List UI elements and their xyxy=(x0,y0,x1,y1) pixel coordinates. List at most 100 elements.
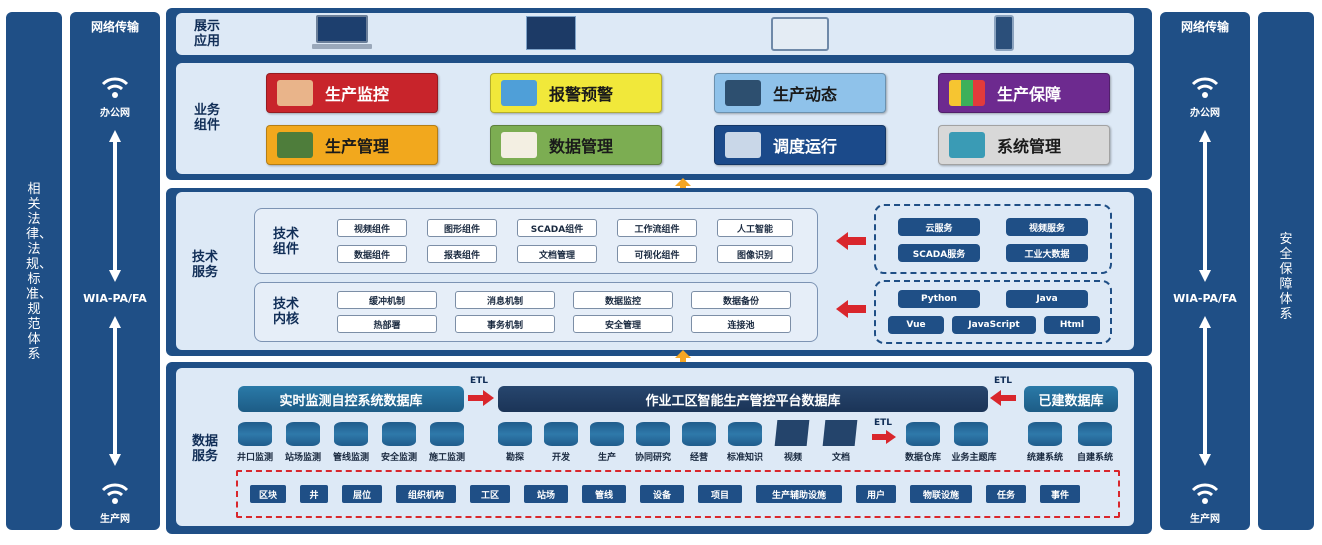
core-buffer: 缓冲机制 xyxy=(337,291,437,309)
platform-item: 勘探 xyxy=(505,453,524,463)
svc-video: 视频服务 xyxy=(1006,218,1088,236)
languages-dashed-box: Python Java Vue JavaScript Html xyxy=(874,280,1112,344)
data-chart-icon xyxy=(501,132,537,158)
entity-equipment: 设备 xyxy=(640,485,684,503)
entity-block: 区块 xyxy=(250,485,286,503)
comp-graphic: 图形组件 xyxy=(427,219,497,237)
entity-station: 站场 xyxy=(524,485,568,503)
db-cylinder xyxy=(682,422,716,446)
platform-item: 文档 xyxy=(831,453,850,463)
core-security: 安全管理 xyxy=(573,315,673,333)
comp-document: 文档管理 xyxy=(517,245,597,263)
lang-python: Python xyxy=(898,290,980,308)
comp-image-recognition: 图像识别 xyxy=(717,245,793,263)
db-cylinder xyxy=(498,422,532,446)
lang-javascript: JavaScript xyxy=(952,316,1036,334)
left-updown-arrow-icon xyxy=(109,130,121,282)
comp-report: 报表组件 xyxy=(427,245,497,263)
comp-video: 视频组件 xyxy=(337,219,407,237)
existing-item: 统建系统 xyxy=(1026,453,1063,463)
db-cylinder xyxy=(954,422,988,446)
languages-to-core-arrow-icon xyxy=(836,300,866,318)
bar-chart-icon xyxy=(949,80,985,106)
gear-truck-icon xyxy=(725,132,761,158)
platform-to-warehouse-arrow-icon xyxy=(872,430,896,444)
db-cylinder xyxy=(382,422,416,446)
db-cylinder xyxy=(544,422,578,446)
comp-visualization: 可视化组件 xyxy=(617,245,697,263)
business-row: 业务组件 生产监控 报警预警 生产动态 生产保障 生产管理 数据管理 调度运行 xyxy=(176,63,1134,174)
existing-db-bar: 已建数据库 xyxy=(1024,386,1118,412)
entity-organization: 组织机构 xyxy=(396,485,456,503)
left-network-column: 网络传输 办公网 WIA-PA/FA 生产网 xyxy=(70,12,160,530)
right-network-title: 网络传输 xyxy=(1180,20,1229,34)
realtime-db-bar: 实时监测自控系统数据库 xyxy=(238,386,464,412)
entity-well: 井 xyxy=(300,485,328,503)
biz-label: 系统管理 xyxy=(997,137,1062,156)
right-updown-arrow-icon xyxy=(1199,130,1211,282)
biz-alarm-button[interactable]: 报警预警 xyxy=(490,73,662,113)
core-hot-deploy: 热部署 xyxy=(337,315,437,333)
biz-label: 生产动态 xyxy=(773,85,838,104)
left-wia-label: WIA-PA/FA xyxy=(83,292,147,305)
alarm-terrain-icon xyxy=(501,80,537,106)
data-service-label: 数据服务 xyxy=(192,434,219,464)
db-cylinder xyxy=(238,422,272,446)
left-law-text: 相关法律、法规、标准、规范体系 xyxy=(26,182,53,362)
lang-java: Java xyxy=(1006,290,1088,308)
tech-service-panel: 技术服务 技术组件 视频组件 图形组件 SCADA组件 工作流组件 人工智能 数… xyxy=(166,188,1152,356)
biz-production-dynamic-button[interactable]: 生产动态 xyxy=(714,73,886,113)
mobile-phone-icon xyxy=(994,15,1014,51)
biz-system-management-button[interactable]: 系统管理 xyxy=(938,125,1110,165)
existing-to-platform-arrow-icon xyxy=(990,390,1016,406)
right-security-column: 安全保障体系 xyxy=(1258,12,1314,530)
tech-service-inner: 技术服务 技术组件 视频组件 图形组件 SCADA组件 工作流组件 人工智能 数… xyxy=(176,192,1134,350)
video-document-icon xyxy=(774,420,810,446)
db-cylinder xyxy=(906,422,940,446)
platform-item: 协同研究 xyxy=(634,453,671,463)
comp-ai: 人工智能 xyxy=(717,219,793,237)
etl-label-2: ETL xyxy=(994,376,1013,386)
db-cylinder xyxy=(1078,422,1112,446)
right-office-net-label: 办公网 xyxy=(1190,108,1220,119)
realtime-item: 站场监测 xyxy=(284,453,321,463)
computer-icon xyxy=(949,132,985,158)
biz-label: 调度运行 xyxy=(773,137,838,156)
entity-task: 任务 xyxy=(986,485,1026,503)
db-cylinder xyxy=(286,422,320,446)
entity-project: 项目 xyxy=(698,485,742,503)
comp-scada: SCADA组件 xyxy=(517,219,597,237)
warehouse-item: 数据仓库 xyxy=(904,453,941,463)
entity-pipeline: 管线 xyxy=(582,485,626,503)
realtime-item: 施工监测 xyxy=(428,453,465,463)
right-wia-label: WIA-PA/FA xyxy=(1173,292,1237,305)
biz-label: 生产监控 xyxy=(325,85,390,104)
biz-label: 报警预警 xyxy=(549,85,614,104)
right-production-net-label: 生产网 xyxy=(1190,514,1220,525)
left-office-net-label: 办公网 xyxy=(100,108,130,119)
biz-dispatch-button[interactable]: 调度运行 xyxy=(714,125,886,165)
core-connection-pool: 连接池 xyxy=(691,315,791,333)
right-security-text: 安全保障体系 xyxy=(1279,232,1293,322)
right-network-column: 网络传输 办公网 WIA-PA/FA 生产网 xyxy=(1160,12,1250,530)
entity-work-area: 工区 xyxy=(470,485,510,503)
platform-item: 开发 xyxy=(551,453,570,463)
services-to-components-arrow-icon xyxy=(836,232,866,250)
lang-vue: Vue xyxy=(888,316,944,334)
entity-layer: 层位 xyxy=(342,485,382,503)
tech-core-box: 技术内核 缓冲机制 消息机制 数据监控 数据备份 热部署 事务机制 安全管理 连… xyxy=(254,282,818,342)
core-transaction: 事务机制 xyxy=(455,315,555,333)
document-stack-icon xyxy=(822,420,858,446)
biz-production-monitoring-button[interactable]: 生产监控 xyxy=(266,73,438,113)
lang-html: Html xyxy=(1044,316,1100,334)
left-production-wifi-icon xyxy=(101,483,129,504)
platform-item: 视频 xyxy=(783,453,802,463)
svc-cloud: 云服务 xyxy=(898,218,980,236)
core-message: 消息机制 xyxy=(455,291,555,309)
biz-data-management-button[interactable]: 数据管理 xyxy=(490,125,662,165)
db-cylinder xyxy=(430,422,464,446)
biz-production-management-button[interactable]: 生产管理 xyxy=(266,125,438,165)
biz-production-support-button[interactable]: 生产保障 xyxy=(938,73,1110,113)
tech-service-label: 技术服务 xyxy=(192,250,219,280)
left-production-net-label: 生产网 xyxy=(100,514,130,525)
